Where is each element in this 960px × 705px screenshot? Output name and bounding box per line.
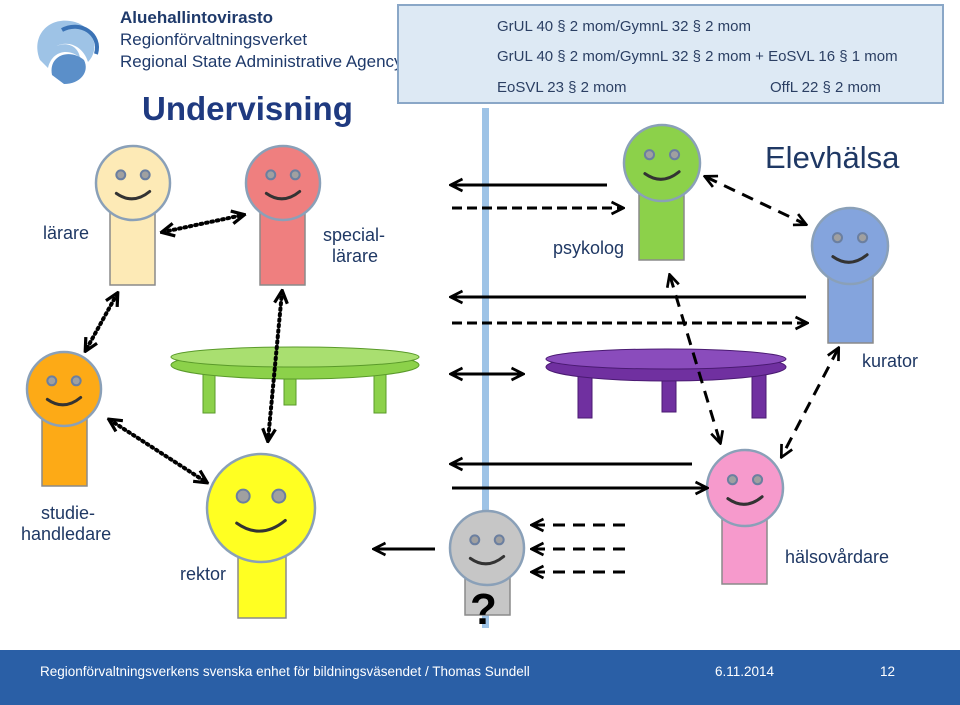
eye bbox=[831, 232, 844, 244]
arrow-studiehandledare-rektor bbox=[110, 420, 206, 482]
mouth bbox=[831, 253, 869, 264]
person-head bbox=[622, 123, 702, 203]
person-body bbox=[41, 417, 88, 487]
eye bbox=[271, 488, 287, 504]
label-unknown: ? bbox=[470, 585, 497, 634]
person-body bbox=[109, 209, 156, 286]
eye bbox=[289, 169, 301, 181]
eye bbox=[668, 149, 681, 161]
arrow-kurator-halsovardare bbox=[782, 349, 838, 456]
mouth bbox=[114, 190, 152, 201]
arrow-speciallarare-rektor bbox=[268, 292, 282, 440]
person-rektor bbox=[205, 452, 317, 619]
mouth bbox=[643, 170, 681, 181]
footer-bar bbox=[0, 650, 960, 705]
person-halsovardare bbox=[705, 448, 785, 585]
legend-item-4: OffL 22 § 2 mom bbox=[770, 79, 881, 96]
person-studiehandledare bbox=[25, 350, 103, 487]
arrow-larare-speciallarare bbox=[163, 215, 243, 232]
person-head bbox=[205, 452, 317, 564]
arrow-psykolog-kurator bbox=[706, 177, 805, 224]
eye bbox=[70, 375, 82, 387]
eye bbox=[235, 488, 251, 504]
label-studiehandledare-1: studie- bbox=[41, 503, 96, 523]
person-head bbox=[244, 144, 322, 222]
dashed-arrows bbox=[670, 177, 838, 456]
eye bbox=[139, 169, 151, 181]
person-unknown bbox=[448, 509, 526, 616]
label-speciallarare-2: lärare bbox=[332, 246, 379, 266]
agency-name-sv: Regionförvaltningsverket bbox=[120, 30, 308, 49]
person-speciallarare bbox=[244, 144, 322, 286]
eye bbox=[46, 375, 58, 387]
dotted-arrows bbox=[86, 215, 282, 482]
person-head bbox=[94, 144, 172, 222]
eye bbox=[265, 169, 277, 181]
person-head bbox=[705, 448, 785, 528]
label-psykolog: psykolog bbox=[553, 238, 625, 258]
title-elevhalsa: Elevhälsa bbox=[765, 140, 900, 175]
footer-date: 6.11.2014 bbox=[715, 664, 775, 679]
mouth bbox=[45, 396, 83, 407]
legend-item-3: EoSVL 23 § 2 mom bbox=[497, 79, 627, 96]
table-undervisning bbox=[170, 346, 420, 414]
agency-logo bbox=[37, 20, 99, 84]
person-psykolog bbox=[622, 123, 702, 261]
eye bbox=[856, 232, 869, 244]
eye bbox=[469, 534, 481, 546]
agency-name-en: Regional State Administrative Agency bbox=[120, 52, 403, 71]
person-kurator bbox=[810, 206, 890, 344]
label-halsovardare: hälsovårdare bbox=[785, 547, 890, 567]
footer-page: 12 bbox=[880, 664, 896, 679]
mouth bbox=[726, 495, 764, 506]
label-speciallarare-1: special- bbox=[323, 225, 386, 245]
legend-item-1: GrUL 40 § 2 mom/GymnL 32 § 2 mom bbox=[497, 18, 751, 35]
person-head bbox=[448, 509, 526, 587]
eye bbox=[493, 534, 505, 546]
eye bbox=[115, 169, 127, 181]
eye bbox=[751, 474, 764, 486]
person-head bbox=[810, 206, 890, 286]
person-larare bbox=[94, 144, 172, 286]
agency-name-fi: Aluehallintovirasto bbox=[120, 8, 274, 27]
person-head bbox=[25, 350, 103, 428]
label-studiehandledare-2: handledare bbox=[21, 524, 112, 544]
footer-org: Regionförvaltningsverkens svenska enhet … bbox=[40, 664, 530, 679]
title-undervisning: Undervisning bbox=[142, 90, 353, 127]
mouth bbox=[235, 518, 287, 533]
eye bbox=[726, 474, 739, 486]
legend-box bbox=[397, 4, 944, 104]
arrow-larare-studiehandledare bbox=[86, 294, 117, 350]
horizontal-arrows bbox=[375, 185, 806, 572]
label-rektor: rektor bbox=[180, 564, 227, 584]
person-body bbox=[259, 209, 306, 286]
table-elevhalsa bbox=[545, 348, 787, 419]
arrow-psykolog-halsovardare bbox=[670, 276, 720, 442]
label-kurator: kurator bbox=[862, 351, 919, 371]
eye bbox=[643, 149, 656, 161]
person-body bbox=[721, 515, 768, 585]
legend-item-2: GrUL 40 § 2 mom/GymnL 32 § 2 mom + EoSVL… bbox=[497, 48, 898, 65]
label-larare: lärare bbox=[43, 223, 90, 243]
person-body bbox=[827, 274, 874, 344]
mouth bbox=[468, 555, 506, 566]
person-body bbox=[638, 191, 685, 261]
mouth bbox=[264, 190, 302, 201]
